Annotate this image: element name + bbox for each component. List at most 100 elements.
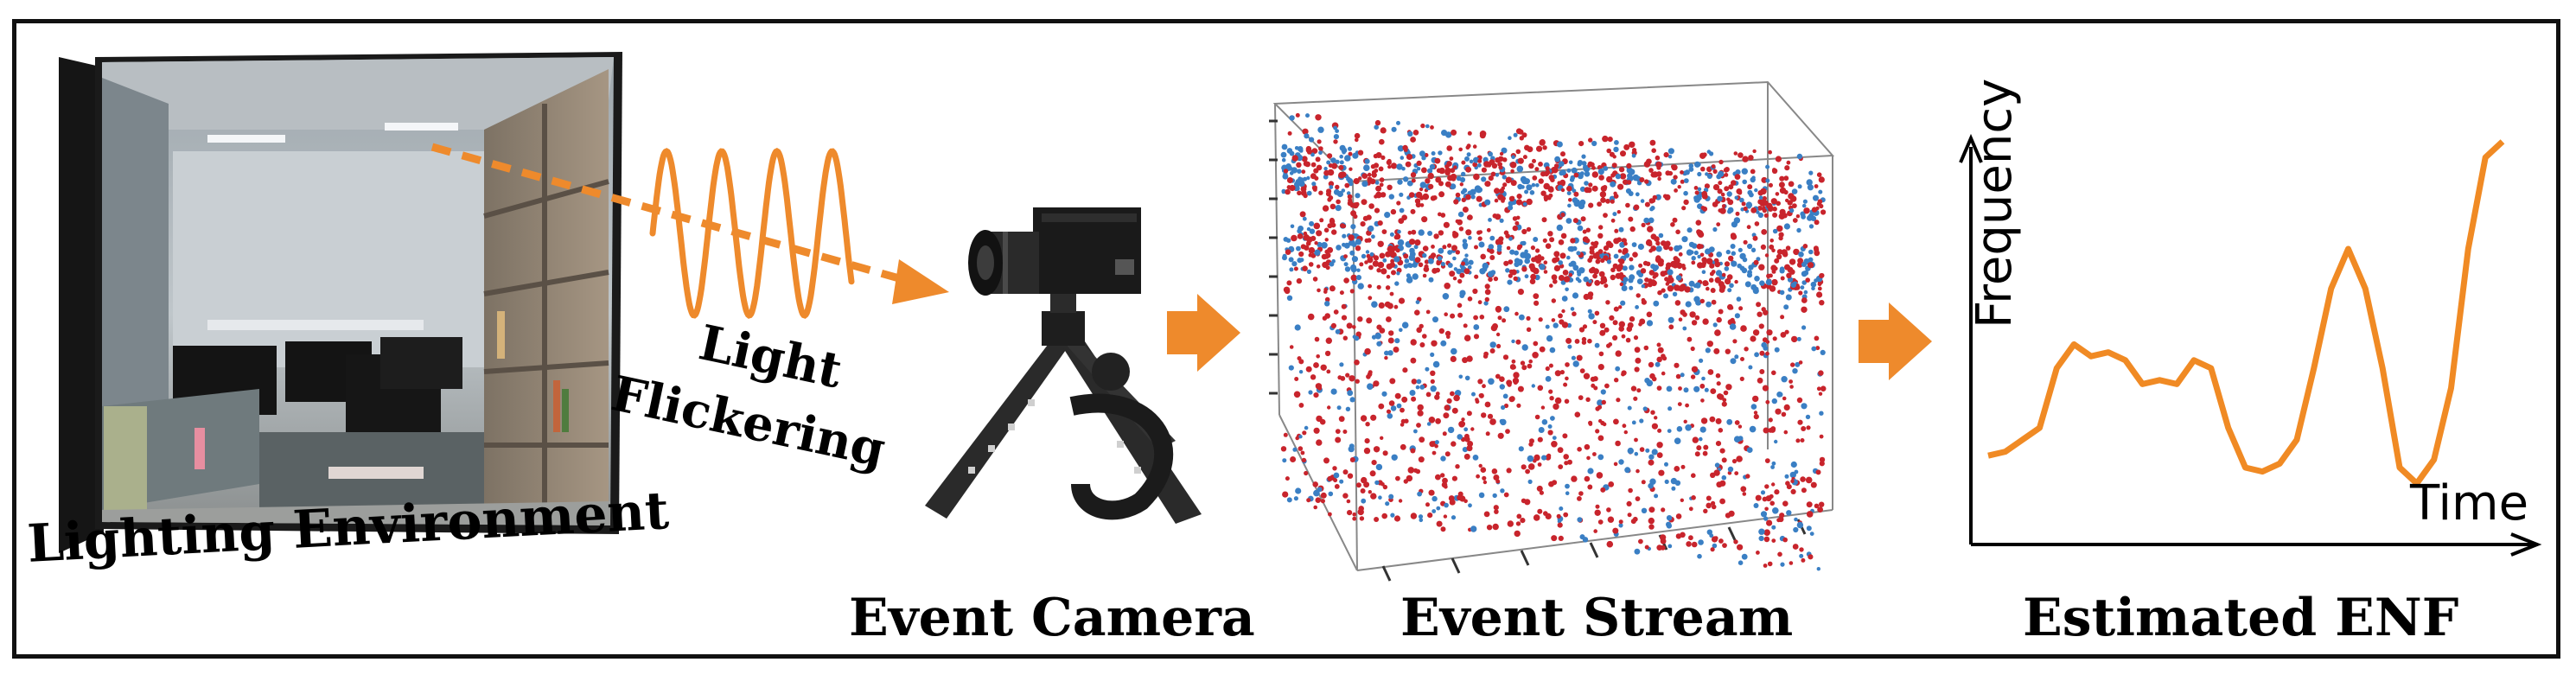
event-point-red: [1379, 252, 1386, 259]
event-point-red: [1672, 217, 1678, 223]
event-point-red: [1478, 230, 1482, 234]
event-point-blue: [1304, 425, 1309, 430]
event-point-blue: [1304, 133, 1310, 139]
event-point-red: [1434, 157, 1441, 164]
event-point-blue: [1820, 349, 1826, 355]
event-point-blue: [1801, 403, 1808, 410]
event-point-red: [1633, 396, 1638, 401]
event-point-red: [1815, 346, 1820, 351]
event-point-red: [1311, 185, 1317, 191]
event-point-blue: [1524, 249, 1528, 254]
event-point-red: [1706, 286, 1710, 291]
event-point-red: [1379, 182, 1384, 188]
event-point-red: [1285, 249, 1291, 256]
event-point-red: [1484, 296, 1490, 302]
event-point-red: [1374, 119, 1381, 126]
event-point-red: [1719, 283, 1726, 290]
event-point-red: [1361, 199, 1368, 206]
event-point-red: [1756, 302, 1762, 308]
event-point-red: [1655, 171, 1662, 177]
event-point-red: [1648, 517, 1655, 525]
event-point-red: [1538, 317, 1543, 322]
event-point-red: [1549, 283, 1553, 288]
event-point-blue: [1343, 242, 1350, 249]
event-point-red: [1636, 293, 1641, 298]
event-point-red: [1499, 151, 1504, 156]
event-point-red: [1536, 145, 1543, 152]
event-point-red: [1608, 342, 1613, 347]
event-point-blue: [1344, 155, 1351, 162]
event-point-red: [1648, 506, 1655, 513]
event-point-red: [1491, 163, 1497, 169]
event-point-red: [1610, 274, 1616, 281]
event-point-blue: [1577, 162, 1582, 167]
event-point-red: [1581, 340, 1587, 345]
event-point-red: [1422, 273, 1427, 278]
event-point-red: [1740, 357, 1744, 361]
event-point-red: [1667, 285, 1674, 292]
event-point-red: [1515, 339, 1521, 345]
event-point-blue: [1698, 539, 1704, 545]
event-point-red: [1313, 505, 1317, 510]
event-point-red: [1508, 259, 1514, 264]
event-point-blue: [1594, 342, 1600, 348]
event-point-red: [1816, 386, 1821, 392]
event-point-blue: [1712, 543, 1718, 549]
event-point-red: [1764, 506, 1769, 512]
event-point-red: [1505, 177, 1511, 184]
event-point-blue: [1517, 183, 1523, 190]
event-point-red: [1771, 370, 1776, 376]
event-point-blue: [1579, 186, 1586, 192]
event-point-red: [1477, 379, 1483, 385]
event-point-red: [1548, 363, 1553, 368]
event-point-red: [1303, 193, 1308, 199]
event-point-blue: [1503, 306, 1510, 313]
event-point-red: [1490, 324, 1498, 332]
event-point-red: [1738, 306, 1744, 311]
event-point-red: [1806, 511, 1814, 518]
event-point-red: [1385, 285, 1391, 290]
event-point-blue: [1406, 263, 1412, 268]
event-point-red: [1612, 263, 1619, 270]
event-point-red: [1814, 335, 1820, 341]
event-point-blue: [1658, 232, 1664, 239]
event-point-red: [1753, 414, 1759, 420]
event-point-red: [1317, 139, 1322, 144]
event-point-red: [1543, 511, 1548, 516]
event-point-blue: [1508, 201, 1514, 207]
event-point-red: [1481, 412, 1487, 418]
event-point-blue: [1801, 325, 1807, 330]
event-point-red: [1775, 408, 1782, 415]
event-point-red: [1798, 360, 1803, 365]
event-point-red: [1482, 384, 1486, 389]
event-point-red: [1771, 482, 1776, 487]
event-point-red: [1400, 407, 1405, 413]
event-point-red: [1752, 149, 1757, 154]
event-point-red: [1306, 150, 1312, 155]
event-point-red: [1450, 355, 1457, 362]
event-point-red: [1570, 238, 1576, 244]
event-point-red: [1372, 260, 1380, 267]
event-point-red: [1458, 421, 1465, 428]
event-point-red: [1424, 264, 1429, 270]
event-point-blue: [1545, 376, 1552, 382]
event-point-red: [1619, 173, 1627, 180]
event-point-blue: [1627, 405, 1632, 411]
event-point-red: [1563, 276, 1571, 283]
event-point-blue: [1431, 151, 1436, 156]
event-point-red: [1768, 206, 1774, 212]
event-point-blue: [1649, 207, 1654, 212]
event-point-red: [1333, 139, 1338, 144]
event-point-red: [1352, 512, 1356, 517]
event-point-blue: [1613, 253, 1619, 259]
event-point-red: [1305, 366, 1312, 373]
event-point-red: [1600, 197, 1606, 203]
event-point-blue: [1572, 360, 1579, 367]
event-point-blue: [1751, 248, 1756, 253]
event-point-red: [1534, 167, 1540, 172]
event-point-red: [1655, 155, 1661, 161]
event-point-red: [1718, 309, 1724, 315]
event-point-red: [1342, 224, 1347, 229]
event-point-red: [1636, 468, 1640, 474]
event-point-red: [1787, 200, 1793, 206]
